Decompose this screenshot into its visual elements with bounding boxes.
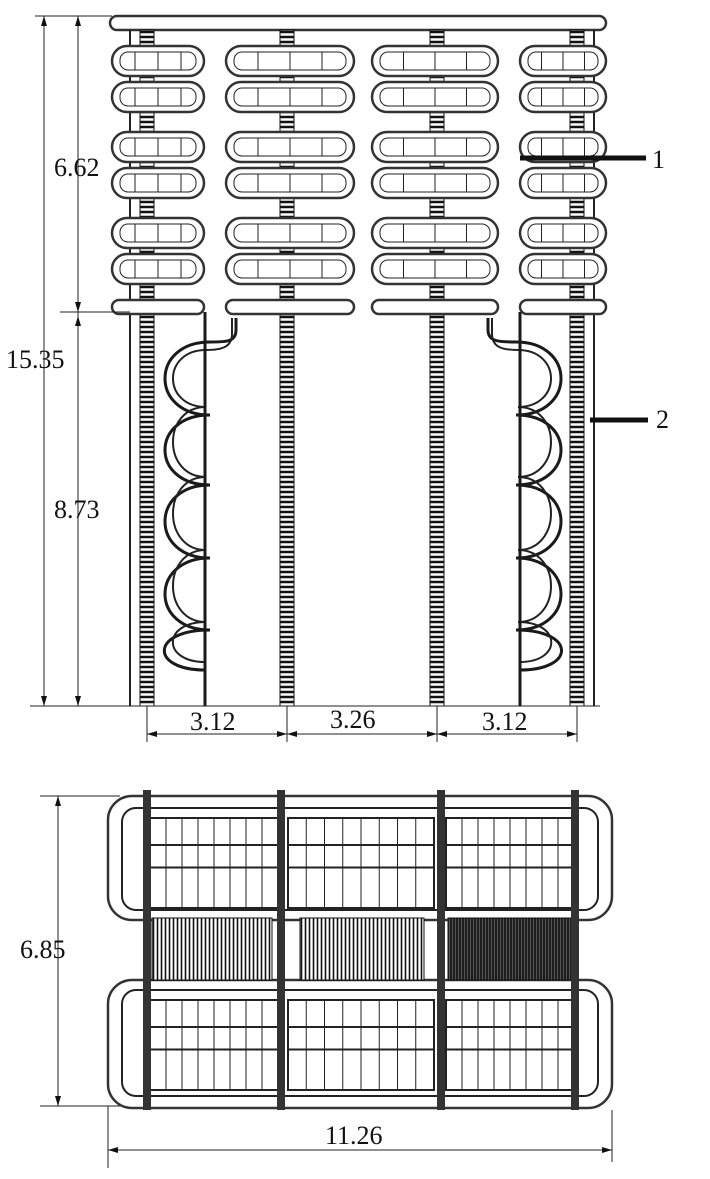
- top-shield-tube: [108, 14, 608, 32]
- plan-columns: [143, 790, 579, 1110]
- spacing-middle: 3.26: [330, 705, 376, 734]
- dim-total-height: 15.35: [6, 345, 65, 374]
- serpentine-left: [162, 318, 238, 672]
- serpentine-right: [486, 318, 563, 672]
- stack-bottom-tube-1: [110, 298, 206, 316]
- stack-bottom-tube-4: [518, 298, 608, 316]
- insulator-band-2: [299, 917, 425, 981]
- vertical-dimensions: [35, 15, 130, 706]
- column-group: [139, 29, 585, 707]
- serpentine-left-inner: [171, 318, 233, 663]
- insulator-band-3: [447, 917, 573, 981]
- ring-stack: [110, 44, 608, 286]
- column-spacing-dimensions: [146, 706, 578, 742]
- dim-depth: 6.85: [20, 935, 66, 964]
- plan-outer-ring-top: [106, 794, 614, 922]
- callout-2-label: 2: [656, 405, 669, 434]
- dim-upper-height: 6.62: [54, 153, 100, 182]
- insulator-band-1: [151, 917, 273, 981]
- stack-bottom-tube-3: [370, 298, 500, 316]
- dim-width: 11.26: [325, 1121, 383, 1150]
- callout-1-label: 1: [652, 145, 665, 174]
- spacing-right: 3.12: [482, 707, 528, 736]
- serpentine-right-inner: [491, 318, 553, 663]
- dim-lower-height: 8.73: [54, 495, 100, 524]
- stack-bottom-tube-2: [224, 298, 356, 316]
- plan-view: 6.85 11.26: [20, 790, 614, 1168]
- spacing-left: 3.12: [190, 707, 236, 736]
- elevation-view: 15.35 6.62 8.73 3.12 3.26 3.12 1 2: [6, 14, 669, 742]
